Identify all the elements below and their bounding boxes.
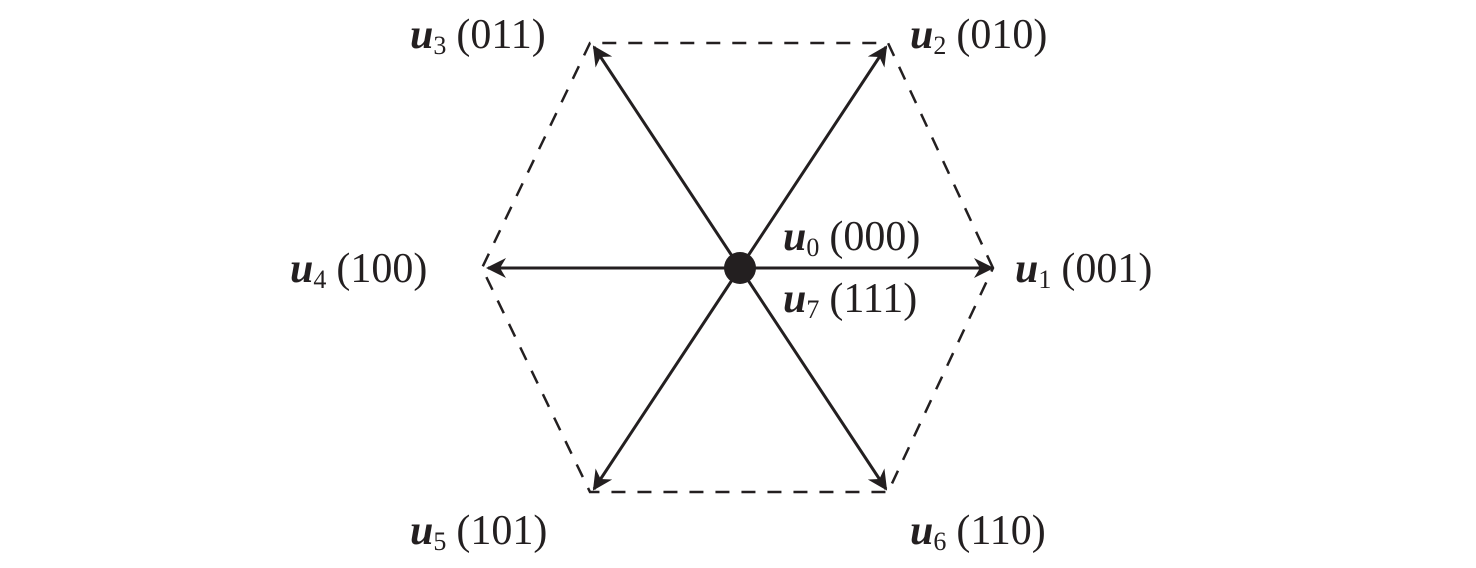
label-u1: u1(001) [1015,246,1153,294]
label-u0: u0(000) [783,214,921,262]
vector-arrow-u2 [738,45,888,269]
label-u4: u4(100) [290,246,428,294]
vector-arrow-u6 [738,267,888,491]
label-u2: u2(010) [910,12,1048,60]
label-u3: u3(011) [410,12,546,60]
vector-arrow-u5 [592,267,742,491]
label-u7: u7(111) [783,276,918,324]
origin-dot [724,252,756,284]
label-u6: u6(110) [910,508,1046,556]
label-u5: u5(101) [410,508,548,556]
vector-arrow-u3 [592,45,742,269]
